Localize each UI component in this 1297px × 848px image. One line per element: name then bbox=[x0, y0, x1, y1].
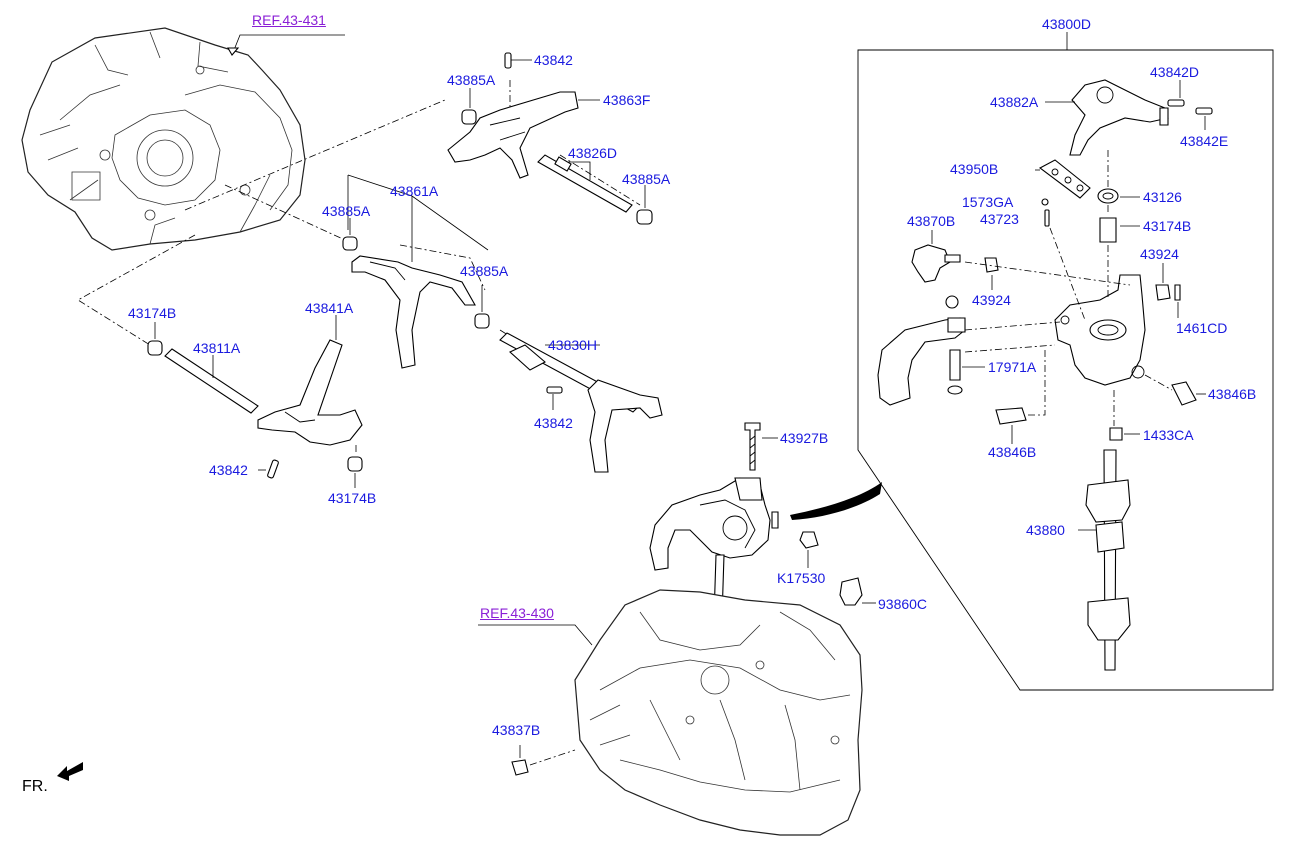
part-label-93860C[interactable]: 93860C bbox=[878, 596, 928, 612]
detent-43846B-left[interactable] bbox=[995, 407, 1027, 444]
link-43950B[interactable] bbox=[1035, 159, 1091, 199]
shift-fork-43863F[interactable] bbox=[447, 91, 600, 179]
sensor-K17530[interactable] bbox=[799, 531, 819, 568]
part-label-43842-mid[interactable]: 43842 bbox=[534, 415, 573, 431]
detent-43846B-right[interactable] bbox=[1171, 381, 1206, 406]
shift-rod-43830H[interactable] bbox=[499, 332, 663, 473]
part-label-43841A[interactable]: 43841A bbox=[305, 300, 354, 316]
reference-43-430-link[interactable]: REF.43-430 bbox=[480, 605, 554, 621]
clip-1461CD[interactable] bbox=[1174, 284, 1181, 318]
spring-17971A[interactable] bbox=[947, 349, 985, 395]
part-label-43174B-bottom[interactable]: 43174B bbox=[328, 490, 377, 506]
bushing-43174B-box[interactable] bbox=[1099, 217, 1140, 243]
pin-43842-bottom[interactable] bbox=[258, 459, 279, 479]
bushing-43885A-mid[interactable] bbox=[474, 285, 490, 329]
shift-fork-43841A[interactable] bbox=[257, 315, 363, 446]
assembly-detail-box bbox=[857, 32, 1274, 691]
bushing-43924-right[interactable] bbox=[1155, 263, 1171, 301]
shift-housing[interactable] bbox=[1054, 274, 1146, 386]
clip-1573GA[interactable] bbox=[1041, 198, 1049, 206]
pin-43842-mid[interactable] bbox=[546, 386, 563, 410]
bushing-43885A-top[interactable] bbox=[461, 88, 477, 125]
part-label-43846B-right[interactable]: 43846B bbox=[1208, 386, 1257, 402]
part-label-43885A-top[interactable]: 43885A bbox=[447, 72, 496, 88]
pin-43723[interactable] bbox=[1044, 209, 1050, 227]
assembly-label-43800D[interactable]: 43800D bbox=[1042, 16, 1092, 32]
part-label-43927B[interactable]: 43927B bbox=[780, 430, 829, 446]
lever-43870B[interactable] bbox=[911, 230, 961, 283]
part-label-43174B-left[interactable]: 43174B bbox=[128, 305, 177, 321]
part-label-43885A-left[interactable]: 43885A bbox=[322, 203, 371, 219]
part-label-43826D[interactable]: 43826D bbox=[568, 145, 618, 161]
part-label-1573GA[interactable]: 1573GA bbox=[962, 194, 1014, 210]
bolt-43927B[interactable] bbox=[744, 422, 778, 471]
part-label-43842-top[interactable]: 43842 bbox=[534, 52, 573, 68]
leader-43861A bbox=[347, 174, 489, 262]
bushing-43885A-left[interactable] bbox=[342, 218, 358, 251]
pin-43842-top[interactable] bbox=[504, 52, 532, 69]
plug-43837B[interactable] bbox=[511, 745, 529, 776]
bushing-43174B-left[interactable] bbox=[147, 322, 163, 356]
front-orientation-label: FR. bbox=[22, 778, 48, 795]
part-label-43924-left[interactable]: 43924 bbox=[972, 292, 1011, 308]
part-label-43830H[interactable]: 43830H bbox=[548, 337, 598, 353]
part-label-43870B[interactable]: 43870B bbox=[907, 213, 956, 229]
part-label-K17530[interactable]: K17530 bbox=[777, 570, 826, 586]
part-label-43950B[interactable]: 43950B bbox=[950, 161, 999, 177]
transmission-case-upper bbox=[21, 27, 345, 251]
pin-43842D[interactable] bbox=[1167, 80, 1185, 107]
shift-fork-43861A[interactable] bbox=[351, 255, 476, 369]
alignment-line-plug bbox=[529, 749, 576, 766]
shift-rod-43811A[interactable] bbox=[164, 348, 259, 414]
part-label-43846B-left[interactable]: 43846B bbox=[988, 444, 1037, 460]
part-label-43924-right[interactable]: 43924 bbox=[1140, 246, 1179, 262]
part-label-43882A[interactable]: 43882A bbox=[990, 94, 1039, 110]
bushing-43924-left[interactable] bbox=[984, 257, 999, 290]
switch-93860C[interactable] bbox=[839, 577, 876, 606]
part-label-43861A[interactable]: 43861A bbox=[390, 183, 439, 199]
select-lever[interactable] bbox=[877, 295, 966, 406]
shift-rod-43826D[interactable] bbox=[537, 154, 633, 213]
lever-43882A[interactable] bbox=[1045, 79, 1169, 156]
pin-43842E[interactable] bbox=[1195, 107, 1213, 130]
detail-arrow bbox=[790, 482, 882, 520]
alignment-lines-box bbox=[964, 150, 1173, 426]
bearing-43126[interactable] bbox=[1097, 188, 1140, 204]
part-label-43885A-mid[interactable]: 43885A bbox=[460, 263, 509, 279]
bushing-43174B-bottom[interactable] bbox=[347, 456, 363, 488]
part-label-43126[interactable]: 43126 bbox=[1143, 189, 1182, 205]
part-label-43811A[interactable]: 43811A bbox=[193, 340, 241, 356]
transmission-case-lower bbox=[478, 589, 863, 836]
part-label-43174B-box[interactable]: 43174B bbox=[1143, 218, 1192, 234]
part-label-43837B[interactable]: 43837B bbox=[492, 722, 541, 738]
part-label-43880[interactable]: 43880 bbox=[1026, 522, 1065, 538]
part-label-43863F[interactable]: 43863F bbox=[603, 92, 651, 108]
front-arrow-icon bbox=[57, 762, 83, 781]
bushing-43885A-right[interactable] bbox=[636, 185, 653, 225]
reference-43-431-link[interactable]: REF.43-431 bbox=[252, 12, 326, 28]
part-label-43842D[interactable]: 43842D bbox=[1150, 64, 1200, 80]
part-label-43842E[interactable]: 43842E bbox=[1180, 133, 1229, 149]
bushing-1433CA[interactable] bbox=[1109, 427, 1140, 441]
part-label-1433CA[interactable]: 1433CA bbox=[1143, 427, 1194, 443]
part-label-1461CD[interactable]: 1461CD bbox=[1176, 320, 1228, 336]
part-label-17971A[interactable]: 17971A bbox=[988, 359, 1037, 375]
part-label-43885A-right[interactable]: 43885A bbox=[622, 171, 671, 187]
part-label-43842-bottom[interactable]: 43842 bbox=[209, 462, 248, 478]
part-label-43723[interactable]: 43723 bbox=[980, 211, 1019, 227]
shift-shaft-43880[interactable] bbox=[1078, 449, 1131, 671]
